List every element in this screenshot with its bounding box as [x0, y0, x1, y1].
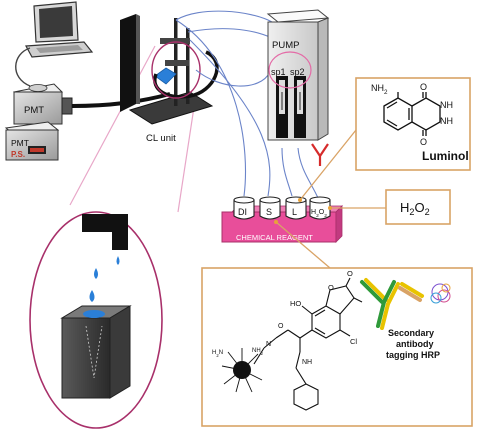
luminol-panel: [355, 77, 471, 171]
struct-n: N: [266, 341, 271, 348]
antibody-line-1: Secondary: [388, 328, 434, 338]
dispensing-nozzle: [82, 214, 128, 250]
vial-s-label: S: [266, 207, 272, 217]
cl-unit-label: CL unit: [146, 133, 176, 144]
struct-h2n: H2N: [212, 350, 223, 358]
pump-zoom-ellipse: [268, 51, 312, 89]
y-connector-icon: [311, 143, 329, 166]
pmt-detector-unit: [4, 83, 73, 161]
magnification-guides: [69, 45, 197, 213]
vial-s: [259, 199, 281, 220]
cuvette-block: [60, 305, 132, 399]
hrp-enzyme-icon: [430, 283, 451, 304]
falling-drops: [89, 256, 120, 302]
conjugate-panel: [201, 267, 473, 427]
struct-nh2: NH2: [252, 348, 264, 356]
struct-nh: NH: [302, 359, 312, 366]
syringe-pump: [266, 9, 330, 141]
struct-o1: O: [347, 269, 353, 278]
antibody-line-3: tagging HRP: [386, 350, 440, 360]
syringe-sp1-label: sp1: [271, 67, 286, 77]
power-supply-label: P.S.: [11, 150, 25, 159]
struct-cl: Cl: [350, 337, 357, 346]
pmt-label-top: PMT: [24, 105, 44, 116]
dendrimer-arms: [221, 348, 263, 393]
cl-unit: [120, 14, 214, 125]
secondary-antibody-icon: [360, 278, 424, 330]
flow-tubing: [175, 10, 319, 199]
luminol-o-top: O: [420, 82, 427, 92]
cl-zoom-ellipse: [151, 41, 201, 99]
computer-laptop-icon: [25, 1, 94, 58]
luminol-nh2: NH2: [371, 83, 388, 96]
vial-h2o2-label: H2O2: [311, 209, 327, 219]
struct-o2: O: [328, 283, 334, 292]
h2o2-panel: [385, 189, 451, 225]
callout-lines: [275, 129, 386, 269]
vial-l-label: L: [292, 207, 297, 217]
struct-ho: HO: [290, 299, 301, 308]
pmt-cable: [15, 47, 31, 87]
vial-di-label: DI: [238, 207, 247, 217]
chemical-reagent-label: CHEMICAL REAGENT: [236, 233, 313, 242]
vial-l: [285, 199, 307, 220]
luminol-name: Luminol: [422, 149, 469, 163]
luminol-nh-top: NH: [440, 100, 453, 110]
reagent-vials: [233, 196, 331, 220]
luminol-structure: [383, 92, 441, 136]
pump-label: PUMP: [272, 40, 299, 51]
luminol-nh-bottom: NH: [440, 116, 453, 126]
callout-dots: [274, 198, 332, 224]
luminol-o-bottom: O: [420, 137, 427, 147]
h2o2-formula: H2O2: [400, 200, 430, 217]
pmt-label-bottom: PMT: [11, 138, 29, 148]
vial-di: [233, 199, 255, 220]
struct-o3: O: [278, 323, 284, 330]
syringe-sp2-label: sp2: [290, 67, 305, 77]
conjugate-structure: [253, 277, 363, 411]
antibody-line-2: antibody: [396, 339, 434, 349]
vial-h2o2: [309, 199, 331, 220]
